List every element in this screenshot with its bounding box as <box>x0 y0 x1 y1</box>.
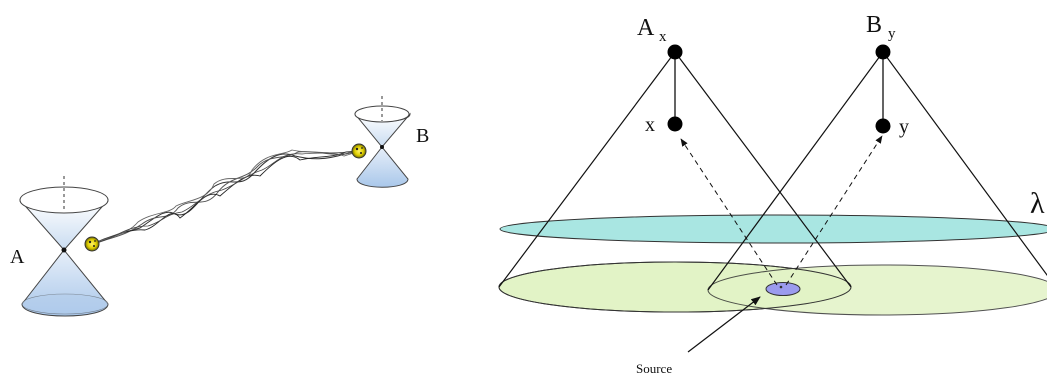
wave-strand-5 <box>91 150 361 245</box>
source-pointer-arrow <box>687 296 761 353</box>
light-cone-b-lower <box>356 146 409 188</box>
node-y <box>875 118 891 134</box>
past-cone-b <box>707 51 1047 291</box>
wave-strand-4 <box>91 149 361 245</box>
particle-b <box>351 143 367 159</box>
right-panel: A x B y x y λ Source <box>498 12 1047 376</box>
label-a: A <box>10 246 25 268</box>
signal-arrow-to-y <box>785 135 883 286</box>
signal-arrow-to-x <box>680 138 778 286</box>
label-y: y <box>899 116 909 138</box>
node-ax <box>667 44 683 60</box>
node-by <box>875 44 891 60</box>
light-cone-a-lower-rim <box>21 293 109 315</box>
wave-strand-2 <box>91 150 361 245</box>
light-cone-b <box>354 96 411 188</box>
past-region-b-ellipse <box>707 264 1047 316</box>
light-cone-a <box>19 176 109 317</box>
wave-strand-3 <box>91 150 361 245</box>
wave-strand-1 <box>91 150 361 245</box>
label-by: B y <box>866 12 896 42</box>
left-panel: A B <box>10 96 429 317</box>
past-cone-a <box>498 51 852 288</box>
label-ax-main: A <box>637 15 655 41</box>
label-lambda: λ <box>1030 187 1045 220</box>
event-point-a <box>61 247 67 253</box>
label-b: B <box>416 125 429 147</box>
event-point-b <box>380 145 384 149</box>
label-ax-sub: x <box>659 29 667 45</box>
label-x: x <box>645 114 655 136</box>
hidden-variable-plane <box>499 214 1047 244</box>
source-region <box>765 282 801 296</box>
entangled-wave-strands <box>91 149 361 245</box>
label-by-sub: y <box>888 26 896 42</box>
node-x <box>667 116 683 132</box>
label-ax: A x <box>637 15 667 45</box>
particle-a <box>84 236 100 252</box>
label-source: Source <box>636 361 672 376</box>
label-by-main: B <box>866 12 882 38</box>
